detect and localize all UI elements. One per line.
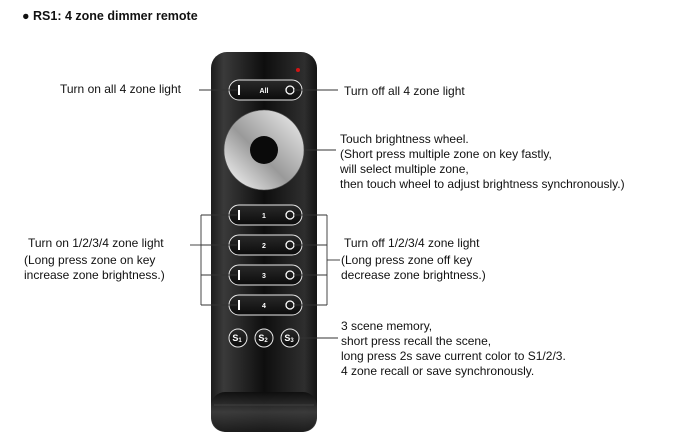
scene-line-3: long press 2s save current color to S1/2… (341, 349, 566, 363)
zone-off-long-line-2: decrease zone brightness.) (341, 268, 486, 282)
zone-key-4[interactable]: 4 (228, 294, 303, 316)
zone-on-label: Turn on 1/2/3/4 zone light (28, 236, 164, 250)
scene-description: 3 scene memory, short press recall the s… (341, 319, 566, 379)
wheel-line-3: will select multiple zone, (340, 162, 469, 176)
svg-text:S1: S1 (232, 333, 242, 344)
scene-s2-letter: S (258, 333, 264, 343)
zone-2-label: 2 (262, 243, 266, 250)
wheel-center (250, 136, 278, 164)
scene-s1-number: 1 (238, 338, 242, 344)
page-heading: ● RS1: 4 zone dimmer remote (22, 9, 198, 23)
zone-3-on-button[interactable] (238, 270, 240, 280)
all-on-button[interactable] (238, 85, 240, 95)
zone-1-on-button[interactable] (238, 210, 240, 220)
wheel-line-2: (Short press multiple zone on key fastly… (340, 147, 552, 161)
zone-4-label: 4 (262, 303, 266, 310)
zone-3-label: 3 (262, 273, 266, 280)
zone-key-1[interactable]: 1 (228, 204, 303, 226)
zone-1-label: 1 (262, 213, 266, 220)
zone-4-on-button[interactable] (238, 300, 240, 310)
zone-off-label: Turn off 1/2/3/4 zone light (344, 236, 480, 250)
scene-s2-number: 2 (264, 338, 268, 344)
scene-s3-number: 3 (290, 338, 294, 344)
all-on-label: Turn on all 4 zone light (60, 82, 181, 96)
scene-s3-letter: S (284, 333, 290, 343)
zone-key-2[interactable]: 2 (228, 234, 303, 256)
svg-text:S3: S3 (284, 333, 294, 344)
scene-button-s1[interactable]: S1 (228, 328, 248, 348)
zone-2-on-button[interactable] (238, 240, 240, 250)
scene-line-2: short press recall the scene, (341, 334, 492, 348)
scene-line-4: 4 zone recall or save synchronously. (341, 364, 535, 378)
zone-off-long-line-1: (Long press zone off key (341, 253, 473, 267)
scene-line-1: 3 scene memory, (341, 319, 433, 333)
callout-lines (190, 89, 340, 339)
wheel-line-1: Touch brightness wheel. (340, 132, 469, 146)
zone-on-long-line-1: (Long press zone on key (24, 253, 156, 267)
scene-s1-letter: S (232, 333, 238, 343)
scene-button-s2[interactable]: S2 (254, 328, 274, 348)
all-off-label: Turn off all 4 zone light (344, 84, 465, 98)
svg-text:S2: S2 (258, 333, 268, 344)
wheel-line-4: then touch wheel to adjust brightness sy… (340, 177, 625, 191)
all-key[interactable]: All (228, 79, 303, 101)
scene-button-s3[interactable]: S3 (280, 328, 300, 348)
brightness-wheel[interactable] (223, 109, 305, 191)
wheel-description: Touch brightness wheel. (Short press mul… (340, 132, 625, 192)
zone-on-long-line-2: increase zone brightness.) (24, 268, 165, 282)
zone-on-long-label: (Long press zone on key increase zone br… (24, 253, 165, 283)
all-key-label: All (260, 88, 269, 95)
zone-key-3[interactable]: 3 (228, 264, 303, 286)
indicator-led (296, 68, 300, 72)
zone-off-long-label: (Long press zone off key decrease zone b… (341, 253, 486, 283)
